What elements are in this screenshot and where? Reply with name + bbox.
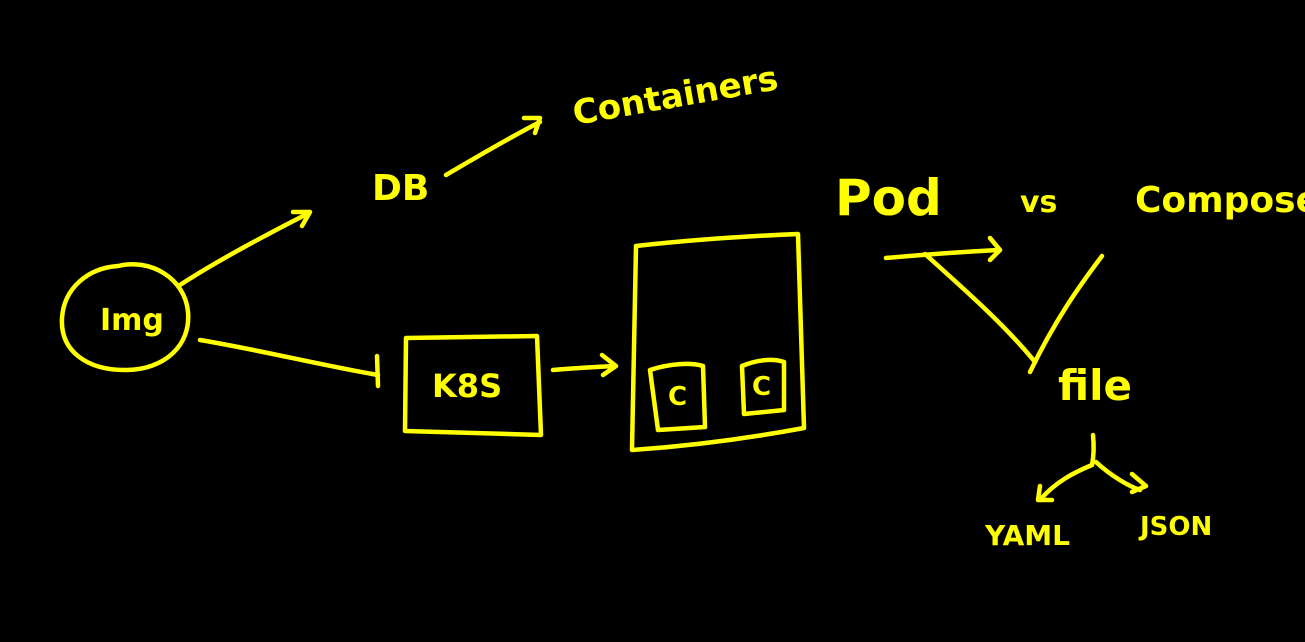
json-label: JSON [1138,512,1212,542]
yaml-label: YAML [984,519,1070,552]
db-label: DB [372,168,429,209]
containers-label: Containers [570,58,781,133]
arrowhead-k8s-to-pod [599,352,619,378]
arrowhead-file-to-json [1129,471,1149,495]
arrow-pod-to-vs [883,247,1001,261]
arrowhead-img-to-k8s [374,353,381,389]
compose-label: Compose [1135,180,1305,221]
vs-label: vs [1020,185,1057,220]
container-2-label: C [752,372,771,402]
img-circle [59,262,191,373]
img-label: Img [100,303,164,338]
arrow-img-to-db [177,212,308,288]
pod-label: Pod [835,169,942,227]
arrowhead-file-to-yaml [1035,483,1055,503]
branch-pod-to-file [922,251,1038,365]
arrowhead-pod-to-vs [987,235,1003,263]
branch-compose-to-file [1027,253,1105,375]
file-label: file [1058,361,1132,410]
pod-box [629,231,807,453]
container-box-1 [647,361,708,433]
arrow-file-to-yaml [1037,462,1095,503]
arrowhead-db-to-containers [521,115,543,136]
k8s-label: K8S [432,367,502,405]
k8s-box [402,333,544,438]
container-box-2 [739,357,787,417]
arrow-k8s-to-pod [550,363,618,373]
arrow-db-to-containers [443,119,543,178]
branch-file-split [1089,432,1096,468]
arrowhead-img-to-db [290,209,313,229]
arrow-img-to-k8s [197,337,381,378]
container-1-label: C [668,382,687,412]
